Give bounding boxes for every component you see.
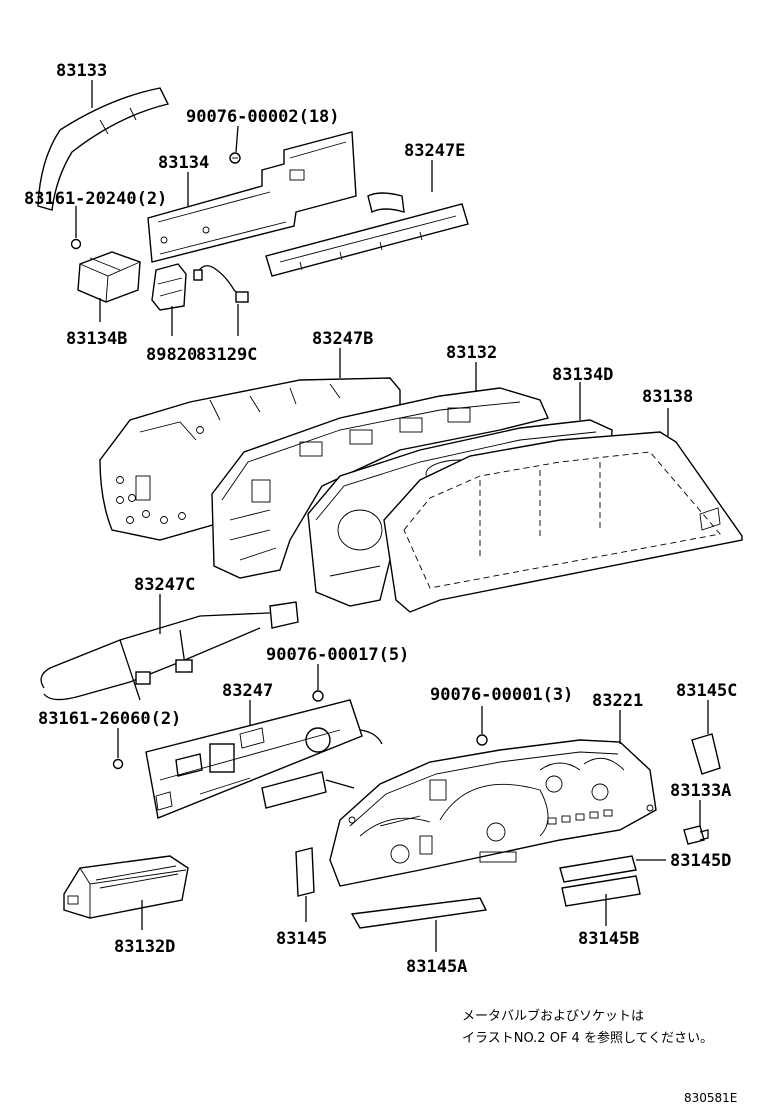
part-83145C-plate — [691, 733, 721, 775]
part-83145B-strip — [561, 875, 641, 907]
screw-83161-20240 — [70, 238, 82, 250]
label-83145C: 83145C — [676, 681, 737, 701]
label-83129C: 83129C — [196, 345, 257, 365]
label-83161-20240: 83161-20240(2) — [24, 189, 167, 209]
part-83145D-strip — [559, 855, 637, 883]
part-89820-switch — [151, 263, 187, 311]
label-90076-00001: 90076-00001(3) — [430, 685, 573, 705]
part-83145-plate — [295, 847, 315, 897]
part-83247-board — [145, 699, 383, 819]
part-83134-bracket — [147, 131, 357, 263]
note-line-2: イラストNO.2 OF 4 を参照してください。 — [462, 1030, 713, 1046]
label-90076-00017: 90076-00017(5) — [266, 645, 409, 665]
part-83145A-strip — [350, 897, 488, 929]
screw-83161-26060 — [112, 758, 124, 770]
part-83129C-connector — [193, 265, 249, 303]
label-83138: 83138 — [642, 387, 693, 407]
part-83132D-unit — [63, 855, 189, 919]
diagram-code: 830581E — [684, 1091, 737, 1105]
label-83134D: 83134D — [552, 365, 613, 385]
label-83133: 83133 — [56, 61, 107, 81]
part-83133-cover — [37, 87, 170, 211]
label-89820: 89820 — [146, 345, 197, 365]
label-83247E: 83247E — [404, 141, 465, 161]
label-83134B: 83134B — [66, 329, 127, 349]
part-83247E-circuit — [265, 192, 469, 277]
part-83138-lens — [383, 431, 743, 613]
label-83145B: 83145B — [578, 929, 639, 949]
label-83145D: 83145D — [670, 851, 731, 871]
label-83247B: 83247B — [312, 329, 373, 349]
label-83132: 83132 — [446, 343, 497, 363]
part-83133A-clip — [683, 825, 709, 845]
label-83145: 83145 — [276, 929, 327, 949]
part-83221-dial-panel — [329, 739, 657, 887]
label-83132D: 83132D — [114, 937, 175, 957]
label-83133A: 83133A — [670, 781, 731, 801]
label-83161-26060: 83161-26060(2) — [38, 709, 181, 729]
label-83145A: 83145A — [406, 957, 467, 977]
screw-90076-00017 — [312, 690, 324, 702]
screw-90076-00001 — [476, 734, 488, 746]
label-90076-00002: 90076-00002(18) — [186, 107, 340, 127]
note-line-1: メータバルブおよびソケットは — [462, 1008, 644, 1024]
part-83134B-block — [77, 251, 141, 303]
screw-90076-00002 — [229, 152, 241, 164]
label-83247C: 83247C — [134, 575, 195, 595]
label-83221: 83221 — [592, 691, 643, 711]
label-83134: 83134 — [158, 153, 209, 173]
label-83247: 83247 — [222, 681, 273, 701]
leader-90076-00002 — [235, 125, 239, 153]
part-83247C-harness — [40, 601, 299, 701]
part-83132-case — [211, 387, 549, 579]
